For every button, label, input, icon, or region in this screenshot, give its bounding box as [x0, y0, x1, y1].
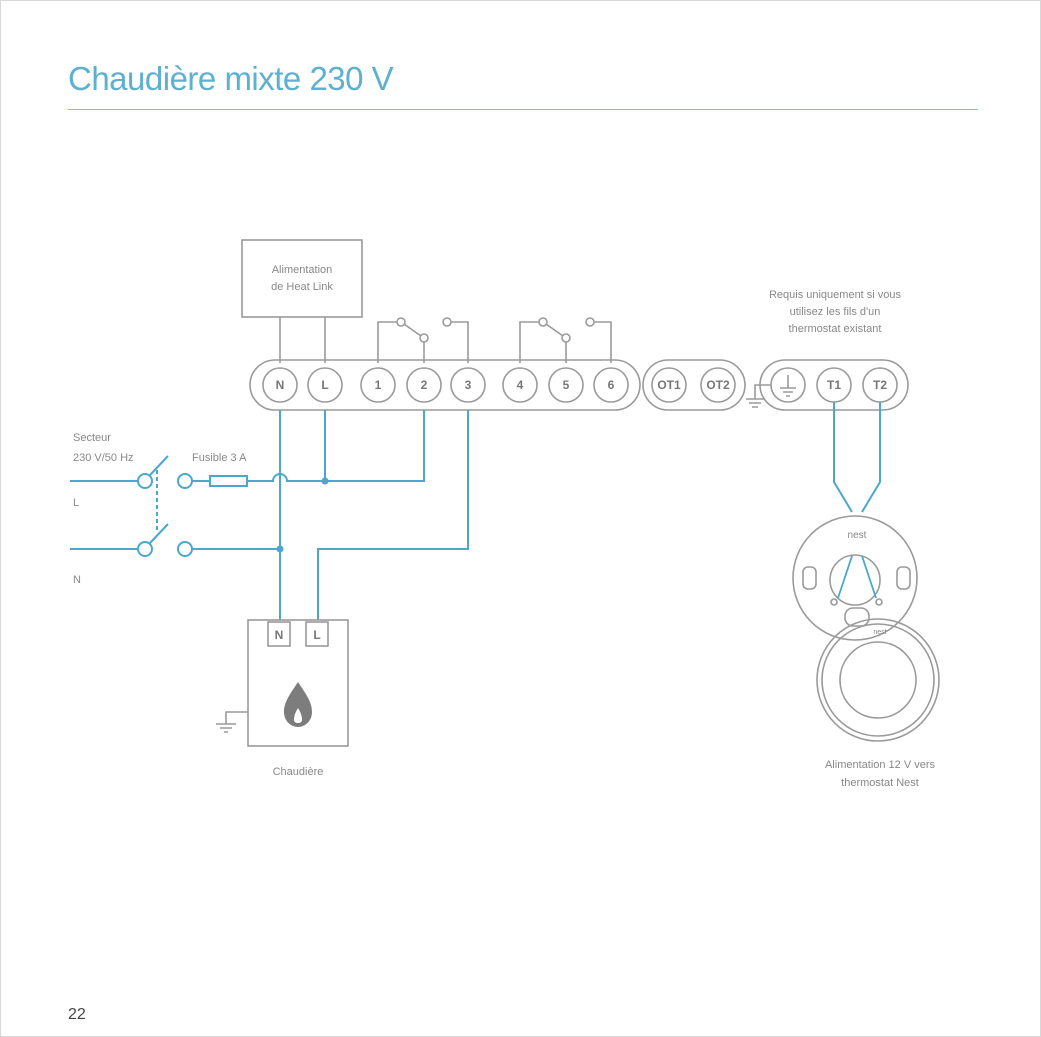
note-line-1: Requis uniquement si vous [769, 289, 902, 301]
boiler: N L Chaudière [216, 619, 349, 778]
flame-icon [284, 682, 312, 727]
nest-logo-display: nest [873, 629, 886, 636]
terminal-t2: T2 [873, 378, 887, 392]
fuse-label: Fusible 3 A [192, 452, 247, 464]
heat-link-supply-box: Alimentation de Heat Link [241, 239, 363, 363]
mains-supply: Secteur 230 V/50 Hz L N [70, 432, 193, 586]
terminal-2: 2 [421, 378, 428, 392]
terminal-6: 6 [608, 378, 615, 392]
mains-label: Secteur [73, 432, 111, 444]
ground-symbol-strip [746, 384, 771, 408]
title-rule [68, 109, 978, 110]
ot-terminal-strip: OT1 OT2 [642, 359, 746, 411]
terminal-n: N [276, 378, 285, 392]
mains-live-label: L [73, 497, 79, 509]
terminal-4: 4 [517, 378, 524, 392]
nest-thermostat: nest nest Alimentation 12 V vers thermos… [792, 515, 940, 789]
terminal-3: 3 [465, 378, 472, 392]
page-title: Chaudière mixte 230 V [68, 60, 394, 97]
nest-logo-base: nest [848, 530, 867, 541]
terminal-l: L [321, 378, 328, 392]
heat-link-label-1: Alimentation [272, 264, 333, 276]
terminal-circle [307, 367, 343, 403]
boiler-label: Chaudière [273, 766, 324, 778]
terminal-circle [502, 367, 538, 403]
terminal-circle [262, 367, 298, 403]
boiler-terminal-l: L [313, 628, 320, 642]
terminal-5: 5 [563, 378, 570, 392]
terminal-t1: T1 [827, 378, 841, 392]
terminal-circle [548, 367, 584, 403]
nest-caption-2: thermostat Nest [841, 777, 919, 789]
note-line-2: utilisez les fils d'un [790, 306, 881, 318]
mains-neutral-label: N [73, 574, 81, 586]
main-terminal-strip: N L 1 2 3 4 5 6 [249, 359, 641, 411]
terminal-circle [406, 367, 442, 403]
note-line-3: thermostat existant [789, 323, 882, 335]
terminal-circle [360, 367, 396, 403]
required-note: Requis uniquement si vous utilisez les f… [769, 289, 902, 335]
relay-1-3 [377, 317, 469, 363]
ground-icon [780, 375, 796, 397]
boiler-terminal-n: N [275, 628, 284, 642]
terminal-circle [593, 367, 629, 403]
ground-icon [216, 711, 248, 733]
mains-spec: 230 V/50 Hz [73, 452, 134, 464]
relay-4-6 [519, 317, 612, 363]
nest-caption-1: Alimentation 12 V vers [825, 759, 936, 771]
terminal-ot1: OT1 [657, 378, 681, 392]
terminal-ot2: OT2 [706, 378, 730, 392]
terminal-circle [450, 367, 486, 403]
heat-link-label-2: de Heat Link [271, 281, 333, 293]
terminal-1: 1 [375, 378, 382, 392]
page-number: 22 [68, 1006, 86, 1023]
wiring [192, 402, 881, 620]
